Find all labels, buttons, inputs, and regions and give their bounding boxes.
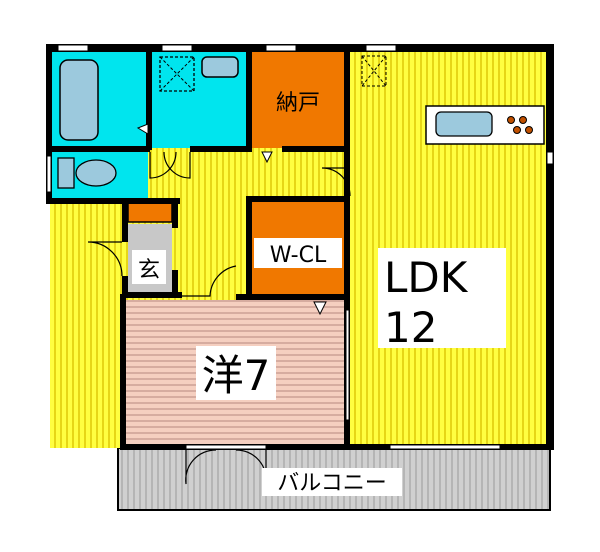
- range-hood-icon: [361, 55, 387, 87]
- toilet-tank-icon: [57, 157, 75, 189]
- label-western-room: 洋7: [202, 351, 271, 400]
- label-walk-in-closet: W-CL: [270, 243, 327, 268]
- storage-room: [250, 52, 346, 148]
- stove-burner-icon: [519, 116, 527, 124]
- label-balcony-box: [262, 468, 402, 496]
- bathtub-icon: [59, 59, 99, 141]
- door-markers: [136, 123, 327, 316]
- label-storage: 納戸: [276, 91, 320, 116]
- label-ldk-box: [378, 248, 506, 348]
- walls: [46, 44, 554, 450]
- stove-burner-icon: [525, 126, 533, 134]
- windows: [46, 44, 554, 450]
- label-entrance-box: [132, 250, 166, 284]
- label-walk-in-closet-box: [254, 238, 342, 268]
- stove-burner-icon: [507, 116, 515, 124]
- kitchen-sink-icon: [435, 111, 493, 137]
- label-western-room-box: [196, 346, 276, 400]
- stove-burner-icon: [513, 126, 521, 134]
- label-entrance: 玄: [138, 258, 160, 283]
- label-balcony: バルコニー: [277, 471, 387, 496]
- sink-icon: [201, 56, 239, 78]
- label-ldk: LDK: [384, 253, 469, 302]
- shoe-cabinet: [127, 201, 173, 223]
- toilet-bowl-icon: [75, 159, 117, 187]
- door-swings: [87, 151, 351, 485]
- label-ldk-size: 12: [384, 303, 437, 352]
